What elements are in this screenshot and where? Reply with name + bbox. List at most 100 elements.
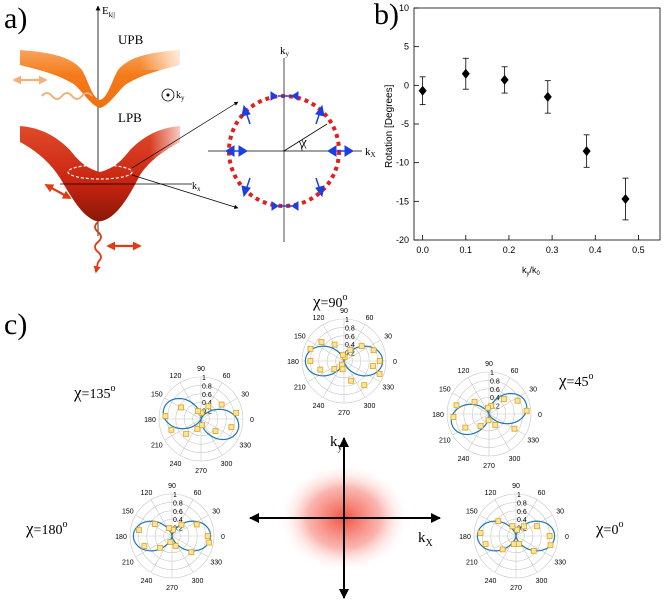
angle-tick-label: 330 [210, 560, 222, 567]
angle-tick-label: 90 [512, 483, 520, 490]
angle-tick-label: 60 [223, 373, 231, 380]
angle-tick-label: 30 [241, 392, 249, 399]
angle-tick-label: 60 [511, 368, 519, 375]
data-point [307, 358, 314, 364]
angle-tick-label: 90 [340, 308, 348, 315]
radial-tick-label: 0.8 [490, 378, 500, 385]
panel-b-label: b) [374, 0, 399, 31]
angle-tick-label: 330 [239, 443, 251, 450]
plot-points [418, 57, 630, 221]
ky-out-of-plane-icon [161, 88, 175, 102]
data-point [485, 404, 491, 411]
angle-tick-label: 330 [382, 385, 394, 392]
energy-axis-label: Ek|| [102, 5, 115, 19]
data-point [141, 543, 148, 549]
data-point [361, 382, 368, 389]
arrow-right-icon [344, 145, 354, 157]
lpb-polarization-arrow-left-icon [44, 184, 72, 199]
radial-tick-label: 0.4 [517, 517, 527, 524]
arrow-br-icon [315, 185, 325, 198]
data-point [450, 414, 457, 421]
radial-tick-label: 0.2 [173, 526, 183, 533]
data-point [543, 91, 552, 102]
data-point [183, 430, 190, 437]
angle-tick-label: 90 [485, 361, 493, 368]
ky-dot-icon [166, 93, 170, 97]
angle-tick-label: 300 [536, 578, 548, 585]
polar-spoke [343, 360, 381, 383]
radial-tick-label: 0.4 [173, 517, 183, 524]
chi-label-45: χ=45o [558, 371, 593, 390]
x-tick-label: 0.2 [503, 245, 516, 255]
angle-tick-label: 240 [485, 578, 497, 585]
data-point [317, 366, 324, 373]
data-point [500, 396, 507, 403]
angle-tick-label: 180 [432, 412, 444, 419]
arrow-top-icon [270, 91, 278, 101]
x-tick-label: 0.1 [460, 245, 473, 255]
angle-tick-label: 60 [366, 315, 374, 322]
data-point [477, 423, 484, 429]
angle-tick-label: 30 [556, 509, 564, 516]
angle-tick-label: 240 [170, 461, 182, 468]
angle-tick-label: 180 [144, 417, 156, 424]
data-point [461, 68, 470, 79]
x-tick-label: 0.0 [416, 245, 429, 255]
radial-tick-label: 0.6 [173, 509, 183, 516]
polar-spoke [479, 514, 517, 537]
data-point [514, 526, 520, 533]
angle-tick-label: 30 [529, 387, 537, 394]
plot-frame [413, 7, 661, 241]
data-point [376, 358, 383, 364]
data-point [331, 366, 338, 372]
data-point [212, 428, 219, 435]
polar-spoke [307, 360, 345, 383]
polar-spoke [200, 418, 238, 441]
data-point [168, 426, 175, 433]
panel-a-label: a) [4, 2, 27, 35]
circle-ky-label: ky [280, 45, 290, 58]
data-point [376, 371, 383, 377]
data-point [151, 521, 158, 527]
arrow-bottom-icon [291, 201, 299, 211]
radial-tick-label: 1 [345, 317, 349, 324]
data-point [339, 366, 346, 373]
radial-tick-label: 0.6 [517, 509, 527, 516]
polar-spoke [488, 413, 511, 451]
polar-spoke [452, 392, 490, 415]
blue-arrows [225, 91, 354, 211]
angle-tick-label: 210 [466, 560, 478, 567]
chi-label-90: χ=90o [312, 292, 347, 311]
angle-tick-label: 0 [565, 534, 569, 541]
angle-tick-label: 240 [141, 578, 153, 585]
arrow-bl-icon [241, 185, 251, 198]
data-point [511, 425, 518, 432]
chi-radius [283, 123, 328, 152]
polar-spoke [307, 339, 345, 362]
data-point [485, 417, 492, 424]
emitted-photon-arrow-icon [93, 261, 101, 274]
polar-spoke [171, 514, 209, 537]
data-point [471, 398, 478, 405]
x-tick-label: 0.5 [632, 245, 645, 255]
lpb-label: LPB [118, 110, 142, 125]
upb-fade [140, 40, 185, 70]
polar-spoke [135, 535, 173, 558]
data-point [195, 408, 202, 415]
lpb-dispersion [20, 126, 180, 222]
data-point [331, 341, 338, 348]
polar-spoke [515, 535, 553, 558]
angle-tick-label: 60 [538, 490, 546, 497]
data-point [499, 546, 506, 553]
angle-tick-label: 270 [166, 585, 178, 592]
data-point [546, 533, 553, 539]
data-point [482, 541, 489, 548]
arrow-bottom-icon [271, 201, 279, 211]
angle-tick-label: 150 [294, 334, 306, 341]
angle-tick-label: 270 [195, 468, 207, 475]
y-tick-label: -5 [401, 119, 409, 129]
